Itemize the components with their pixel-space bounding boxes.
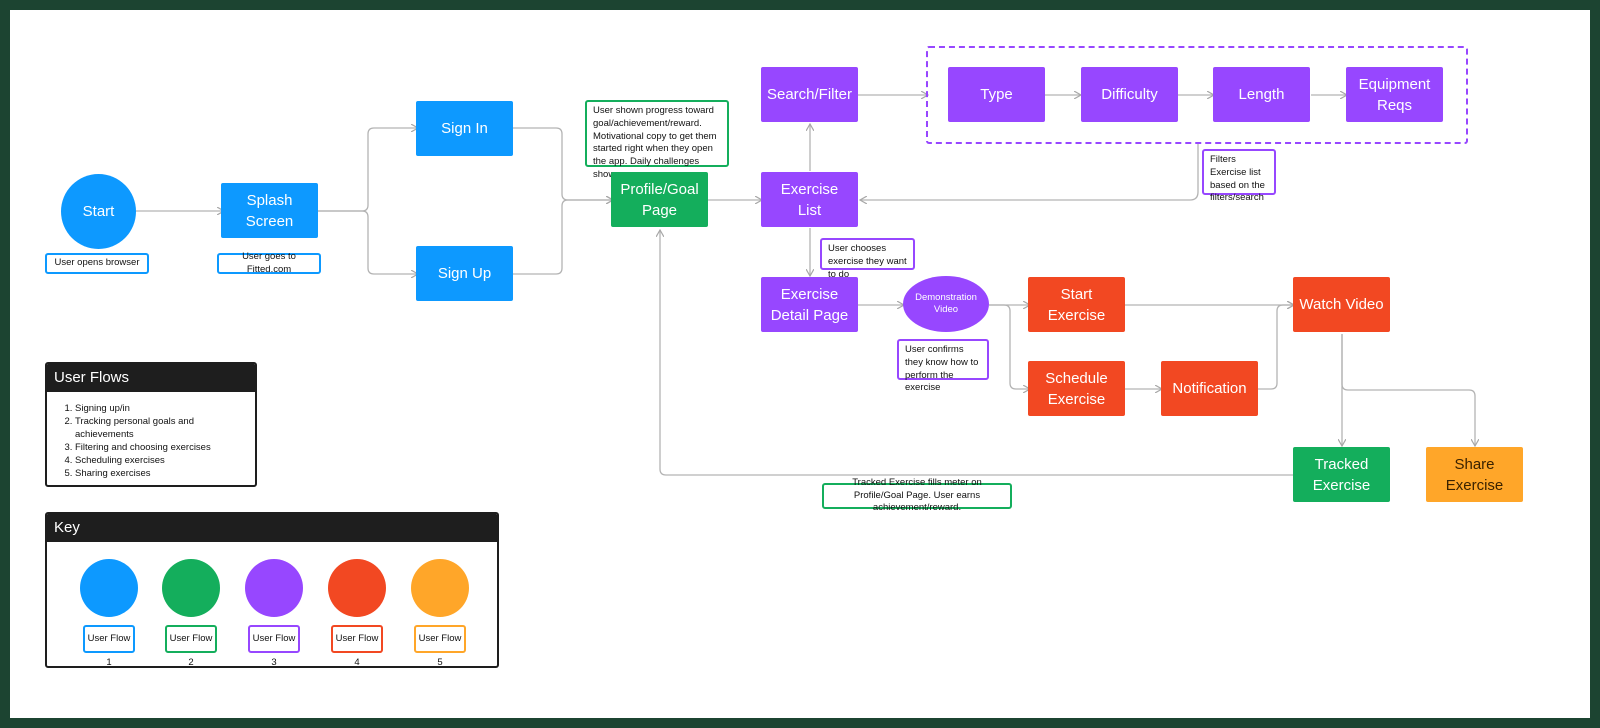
sign-up-node: Sign Up	[416, 246, 513, 301]
key-swatch-flow-2	[162, 559, 220, 617]
wire-tracked-profile	[660, 230, 1294, 476]
user-flows-list: Signing up/in Tracking personal goals an…	[47, 402, 255, 480]
user-flows-panel: User Flows Signing up/in Tracking person…	[45, 362, 257, 487]
key-label-flow-1: User Flow 1	[83, 625, 135, 666]
note-tracked-exercise: Tracked Exercise fills meter on Profile/…	[822, 477, 1012, 513]
equipment-reqs-node: Equipment Reqs	[1346, 67, 1443, 122]
difficulty-node: Difficulty	[1081, 67, 1178, 122]
user-flow-item: Signing up/in	[75, 402, 255, 415]
user-flows-title: User Flows	[47, 364, 255, 392]
note-confirms: User confirms they know how to perform t…	[897, 339, 989, 393]
key-label-flow-3: User Flow 3	[248, 625, 300, 666]
key-panel: Key User Flow 1 User Flow 2 User Flow 3 …	[45, 512, 499, 668]
wire-notification-watch	[1258, 305, 1294, 390]
type-node: Type	[948, 67, 1045, 122]
connector-lines	[136, 10, 1590, 476]
key-item-flow-1: User Flow 1	[77, 559, 141, 666]
profile-goal-page-node: Profile/Goal Page	[611, 172, 708, 227]
length-node: Length	[1213, 67, 1310, 122]
demonstration-video-node: Demonstration Video	[903, 276, 989, 332]
tracked-exercise-node: Tracked Exercise	[1293, 447, 1390, 502]
note-progress: User shown progress toward goal/achievem…	[585, 100, 729, 180]
key-title: Key	[47, 514, 497, 542]
note-user-opens-browser: User opens browser	[45, 253, 149, 274]
diagram-canvas: Start User opens browser Splash Screen U…	[10, 10, 1590, 718]
key-swatch-flow-4	[328, 559, 386, 617]
schedule-exercise-node: Schedule Exercise	[1028, 361, 1125, 416]
key-label-flow-2: User Flow 2	[165, 625, 217, 666]
exercise-list-node: Exercise List	[761, 172, 858, 227]
exercise-detail-page-node: Exercise Detail Page	[761, 277, 858, 332]
sign-in-node: Sign In	[416, 101, 513, 156]
notification-node: Notification	[1161, 361, 1258, 416]
share-exercise-node: Share Exercise	[1426, 447, 1523, 502]
wire-watch-share	[1341, 334, 1475, 446]
wire-demo-schedule	[989, 304, 1030, 389]
key-swatch-flow-1	[80, 559, 138, 617]
key-swatch-flow-5	[411, 559, 469, 617]
note-user-goes-to-fitted: User goes to Fitted.com	[217, 251, 321, 275]
note-filters: Filters Exercise list based on the filte…	[1202, 149, 1276, 203]
user-flow-item: Scheduling exercises	[75, 454, 255, 467]
key-label-flow-4: User Flow 4	[331, 625, 383, 666]
key-item-flow-5: User Flow 5	[408, 559, 472, 666]
wire-splash-signup	[318, 210, 418, 274]
key-item-flow-3: User Flow 3	[242, 559, 306, 666]
key-swatch-flow-3	[245, 559, 303, 617]
wire-splash-signin	[318, 128, 418, 212]
filter-options-group	[926, 46, 1468, 144]
start-node: Start	[61, 174, 136, 249]
splash-screen-node: Splash Screen	[221, 183, 318, 238]
search-filter-node: Search/Filter	[761, 67, 858, 122]
user-flow-item: Tracking personal goals and achievements	[75, 415, 255, 441]
key-label-flow-5: User Flow 5	[414, 625, 466, 666]
note-chooses-exercise: User chooses exercise they want to do	[820, 238, 915, 280]
wire-filters-list	[860, 144, 1199, 200]
watch-video-node: Watch Video	[1293, 277, 1390, 332]
start-exercise-node: Start Exercise	[1028, 277, 1125, 332]
wire-signup-profile	[513, 200, 613, 275]
key-item-flow-4: User Flow 4	[325, 559, 389, 666]
key-item-flow-2: User Flow 2	[159, 559, 223, 666]
user-flow-item: Filtering and choosing exercises	[75, 441, 255, 454]
user-flow-item: Sharing exercises	[75, 467, 255, 480]
